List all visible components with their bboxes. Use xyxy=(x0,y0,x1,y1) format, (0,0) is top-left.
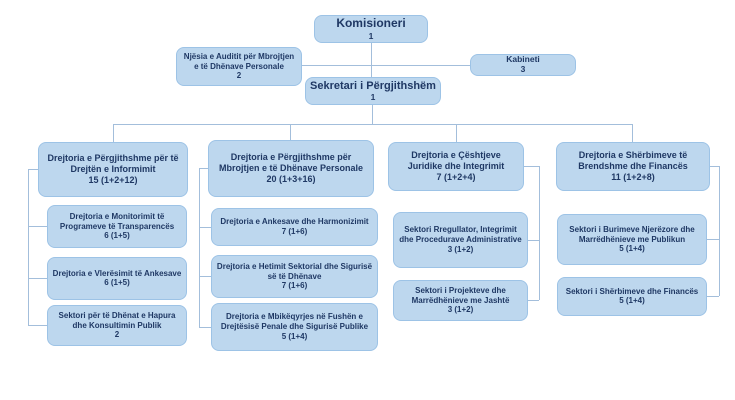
node-label: Drejtoria e Mbikëqyrjes në Fushën e Drej… xyxy=(220,312,369,331)
connector-line xyxy=(199,168,201,327)
node-mbikeqyrjes: Drejtoria e Mbikëqyrjes në Fushën e Drej… xyxy=(211,303,378,351)
node-count: 7 (1+2+4) xyxy=(436,171,476,182)
node-count: 7 (1+6) xyxy=(281,226,308,236)
node-projekteve: Sektori i Projekteve dhe Marrëdhënieve m… xyxy=(393,280,528,321)
node-sherbimeve-finances: Sektori i Shërbimeve dhe Financës 5 (1+4… xyxy=(557,277,707,316)
node-count: 3 (1+2) xyxy=(447,305,474,315)
node-label: Komisioneri xyxy=(336,16,406,31)
connector-line xyxy=(719,166,721,296)
connector-line xyxy=(710,166,719,168)
node-dept-mbrojtjen: Drejtoria e Përgjithshme për Mbrojtjen e… xyxy=(208,140,374,197)
node-count: 6 (1+5) xyxy=(104,231,130,241)
connector-line xyxy=(290,124,292,140)
node-label: Drejtoria e Përgjithshme për të Drejtën … xyxy=(47,152,179,174)
node-count: 3 xyxy=(520,64,526,75)
connector-line xyxy=(707,296,719,298)
node-hetimit-sektorial: Drejtoria e Hetimit Sektorial dhe Siguri… xyxy=(211,255,378,298)
node-label: Sektori për të Dhënat e Hapura dhe Konsu… xyxy=(58,310,176,330)
connector-line xyxy=(28,226,47,228)
node-label: Drejtoria e Monitorimit të Programeve të… xyxy=(59,211,175,231)
node-burimeve-njerezore: Sektori i Burimeve Njerëzore dhe Marrëdh… xyxy=(557,214,707,265)
node-count: 15 (1+2+12) xyxy=(88,174,138,185)
node-count: 11 (1+2+8) xyxy=(611,171,655,182)
node-label: Sektori i Projekteve dhe Marrëdhënieve m… xyxy=(411,285,510,305)
node-label: Drejtoria e Përgjithshme për Mbrojtjen e… xyxy=(218,151,364,173)
connector-line xyxy=(632,124,634,142)
node-rregullator: Sektori Rregullator, Integrimit dhe Proc… xyxy=(393,212,528,268)
node-njesia-auditit: Njësia e Auditit për Mbrojtjen e të Dhën… xyxy=(176,47,302,86)
node-dept-juridike: Drejtoria e Çështjeve Juridike dhe Integ… xyxy=(388,142,524,191)
connector-line xyxy=(113,124,633,126)
node-count: 1 xyxy=(370,91,376,102)
connector-line xyxy=(456,124,458,142)
node-kabineti: Kabineti 3 xyxy=(470,54,576,76)
node-ankesave-harmonizimit: Drejtoria e Ankesave dhe Harmonizimit 7 … xyxy=(211,208,378,246)
connector-line xyxy=(528,300,539,302)
node-count: 3 (1+2) xyxy=(447,244,474,254)
connector-line xyxy=(528,240,539,242)
node-label: Sektori i Shërbimeve dhe Financës xyxy=(565,286,699,296)
connector-line xyxy=(371,43,373,77)
node-label: Njësia e Auditit për Mbrojtjen e të Dhën… xyxy=(183,51,295,71)
node-label: Drejtoria e Çështjeve Juridike dhe Integ… xyxy=(407,149,505,171)
node-label: Sekretari i Përgjithshëm xyxy=(310,79,436,92)
connector-line xyxy=(539,166,541,300)
connector-line xyxy=(28,278,47,280)
connector-line xyxy=(372,105,374,124)
node-dept-informimit: Drejtoria e Përgjithshme për të Drejtën … xyxy=(38,142,188,197)
node-label: Drejtoria e Hetimit Sektorial dhe Siguri… xyxy=(216,261,373,281)
node-count: 5 (1+4) xyxy=(619,244,645,254)
node-count: 5 (1+4) xyxy=(281,331,308,341)
connector-line xyxy=(199,276,211,278)
connector-line xyxy=(302,65,470,67)
node-label: Sektori Rregullator, Integrimit dhe Proc… xyxy=(399,225,522,244)
node-count: 20 (1+3+16) xyxy=(266,173,316,184)
node-label: Sektori i Burimeve Njerëzore dhe Marrëdh… xyxy=(569,224,695,244)
node-dhenat-hapura: Sektori për të Dhënat e Hapura dhe Konsu… xyxy=(47,305,187,346)
node-sekretari: Sekretari i Përgjithshëm 1 xyxy=(305,77,441,105)
node-count: 1 xyxy=(368,31,374,41)
node-count: 6 (1+5) xyxy=(104,278,130,288)
node-count: 7 (1+6) xyxy=(281,281,308,291)
connector-line xyxy=(113,124,115,142)
connector-line xyxy=(28,169,38,171)
node-label: Drejtoria e Shërbimeve të Brendshme dhe … xyxy=(578,149,688,171)
node-count: 2 xyxy=(236,71,242,81)
connector-line xyxy=(28,169,30,326)
connector-line xyxy=(199,227,211,229)
node-count: 2 xyxy=(114,330,120,340)
connector-line xyxy=(707,239,719,241)
node-label: Kabineti xyxy=(506,54,540,65)
node-count: 5 (1+4) xyxy=(619,296,645,306)
connector-line xyxy=(28,325,47,327)
connector-line xyxy=(199,327,211,329)
connector-line xyxy=(524,166,539,168)
node-vleresimit: Drejtoria e Vlerësimit të Ankesave 6 (1+… xyxy=(47,257,187,300)
connector-line xyxy=(199,168,208,170)
node-dept-sherbimeve: Drejtoria e Shërbimeve të Brendshme dhe … xyxy=(556,142,710,191)
node-komisioneri: Komisioneri 1 xyxy=(314,15,428,43)
node-label: Drejtoria e Ankesave dhe Harmonizimit xyxy=(220,217,369,227)
node-monitorimit: Drejtoria e Monitorimit të Programeve të… xyxy=(47,205,187,248)
node-label: Drejtoria e Vlerësimit të Ankesave xyxy=(52,268,182,278)
